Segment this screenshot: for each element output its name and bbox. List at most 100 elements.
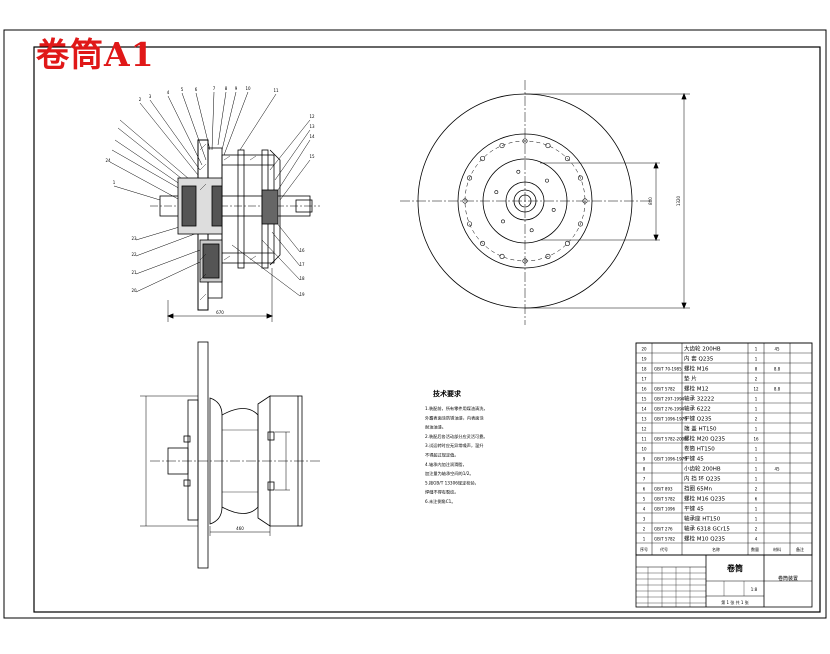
bolt-hole [499, 143, 505, 149]
bom-cell-code: GB/T 5782 [654, 387, 676, 392]
tech-requirement-line: 不得超过规定值。 [425, 452, 459, 459]
balloon-label: 14 [309, 134, 315, 139]
title-block-drawing-no: 卷筒装置 [778, 575, 798, 582]
bolt-hole [480, 240, 486, 246]
bom-cell-name: 螺栓 M12 [684, 385, 709, 393]
bom-cell-name: 大齿轮 200HB [684, 345, 721, 353]
bom-cell-name: 螺栓 M10 Q235 [684, 535, 726, 543]
bom-header-no: 序号 [640, 546, 648, 552]
bom-header-note: 备注 [796, 546, 804, 552]
balloon-label: 7 [213, 86, 216, 91]
bom-cell-no: 14 [641, 407, 647, 412]
tech-requirement-line: 6.未注倒角C1。 [425, 498, 456, 505]
balloon-label: 18 [299, 276, 305, 281]
bom-cell-no: 15 [641, 397, 647, 402]
bom-cell-name: 挡圈 65Mn [684, 485, 712, 493]
bom-cell-name: 平键 Q235 [684, 415, 712, 423]
bom-cell-name: 卷筒 HT150 [684, 445, 715, 453]
bom-cell-name: 轴承 32222 [684, 395, 714, 403]
balloon-label: 15 [309, 154, 315, 159]
bolt-hole [467, 221, 473, 227]
bom-cell-code: GB/T 5782-2000 [654, 437, 687, 442]
bom-cell-qty: 1 [755, 517, 758, 522]
title-block-part: 卷筒 [726, 563, 743, 573]
tech-requirement-line: 焊缝不得有裂纹。 [425, 489, 459, 496]
balloon-label: 8 [225, 86, 228, 91]
tech-requirement-line: 3.试运转时应无异常噪声，温升 [425, 442, 483, 449]
bom-cell-qty: 16 [753, 437, 759, 442]
bom-cell-qty: 1 [755, 457, 758, 462]
bom-cell-mat: 8.8 [774, 367, 781, 372]
bom-cell-code: GB/T 5782 [654, 497, 676, 502]
bom-cell-no: 5 [643, 497, 646, 502]
tech-requirement-line: 4.轴承内加注润滑脂， [425, 461, 467, 468]
tech-requirement-line: 加注量为轴承空间的1/2。 [425, 470, 474, 477]
bom-cell-no: 12 [641, 427, 647, 432]
balloon-label: 9 [235, 86, 238, 91]
bom-cell-qty: 1 [755, 407, 758, 412]
bom-cell-code: GB/T 297-1994 [654, 397, 685, 402]
bom-cell-no: 6 [643, 487, 646, 492]
bom-cell-qty: 2 [755, 417, 758, 422]
balloon-label: 4 [167, 90, 170, 95]
bom-cell-name: 垫 片 [684, 375, 697, 383]
bom-cell-no: 20 [641, 347, 647, 352]
dim-width-label: 670 [216, 310, 224, 315]
drawing-title: 卷筒A1 [36, 35, 155, 74]
bom-cell-no: 2 [643, 527, 646, 532]
bom-cell-name: 轴承 6318 GCr15 [684, 525, 730, 533]
bom-cell-name: 平键 45 [684, 505, 704, 513]
bom-cell-code: GB/T 893 [654, 487, 673, 492]
bom-cell-name: 小齿轮 200HB [684, 465, 721, 473]
bom-cell-no: 3 [643, 517, 646, 522]
balloon-label: 3 [149, 94, 152, 99]
balloon-label: 11 [273, 88, 279, 93]
hub-hole [529, 228, 534, 233]
tech-requirement-line: 5.按GB/T 13306规定检验， [425, 479, 479, 486]
bom-cell-qty: 2 [755, 487, 758, 492]
bom-cell-name: 端 盖 HT150 [684, 425, 717, 433]
inner-frame [33, 46, 821, 613]
tech-requirement-line: 2.装配后各活动部分应灵活可靠。 [425, 433, 488, 440]
bolt-holes [462, 138, 588, 264]
bolt-hole [522, 258, 528, 264]
bolt-hole [522, 138, 528, 144]
bom-cell-name: 螺栓 M16 [684, 365, 709, 373]
bom-cell-no: 16 [641, 387, 647, 392]
bom-cell-name: 内 套 Q235 [684, 355, 714, 363]
end-view [400, 80, 690, 325]
balloon-label: 20 [131, 288, 137, 293]
bolt-hole [462, 198, 468, 204]
bom-cell-name: 螺栓 M16 Q235 [684, 495, 726, 503]
bom-cell-code: GB/T 1096-1979 [654, 457, 687, 462]
balloon-label: 10 [245, 86, 251, 91]
section-view [109, 91, 320, 322]
bom-cell-code: GB/T 70-1985 [654, 367, 682, 372]
bom-cell-qty: 1 [755, 507, 758, 512]
title-block-sheet: 第 1 张 共 1 张 [721, 599, 748, 605]
bom-cell-qty: 1 [755, 397, 758, 402]
bom-cell-no: 8 [643, 467, 646, 472]
bom-cell-no: 7 [643, 477, 646, 482]
dim-small-dia-label: 800 [648, 197, 653, 205]
bolt-hole [545, 253, 551, 259]
bom-cell-mat: 45 [774, 347, 780, 352]
balloon-label: 23 [131, 236, 137, 241]
bolt-hole [467, 175, 473, 181]
bom-header-code: 代号 [660, 546, 668, 552]
balloon-label: 21 [131, 270, 137, 275]
bom-cell-qty: 1 [755, 427, 758, 432]
bolt-hole [577, 221, 583, 227]
hub-hole [494, 190, 499, 195]
bolt-hole [499, 253, 505, 259]
balloon-label: 2 [139, 97, 142, 102]
balloon-label: 22 [131, 252, 137, 257]
bom-cell-code: GB/T 5782 [654, 537, 676, 542]
bom-cell-code: GB/T 276-1994 [654, 407, 685, 412]
bom-cell-no: 19 [641, 357, 647, 362]
bom-cell-qty: 2 [755, 527, 758, 532]
hub-hole [501, 219, 505, 224]
bom-cell-qty: 8 [755, 367, 758, 372]
